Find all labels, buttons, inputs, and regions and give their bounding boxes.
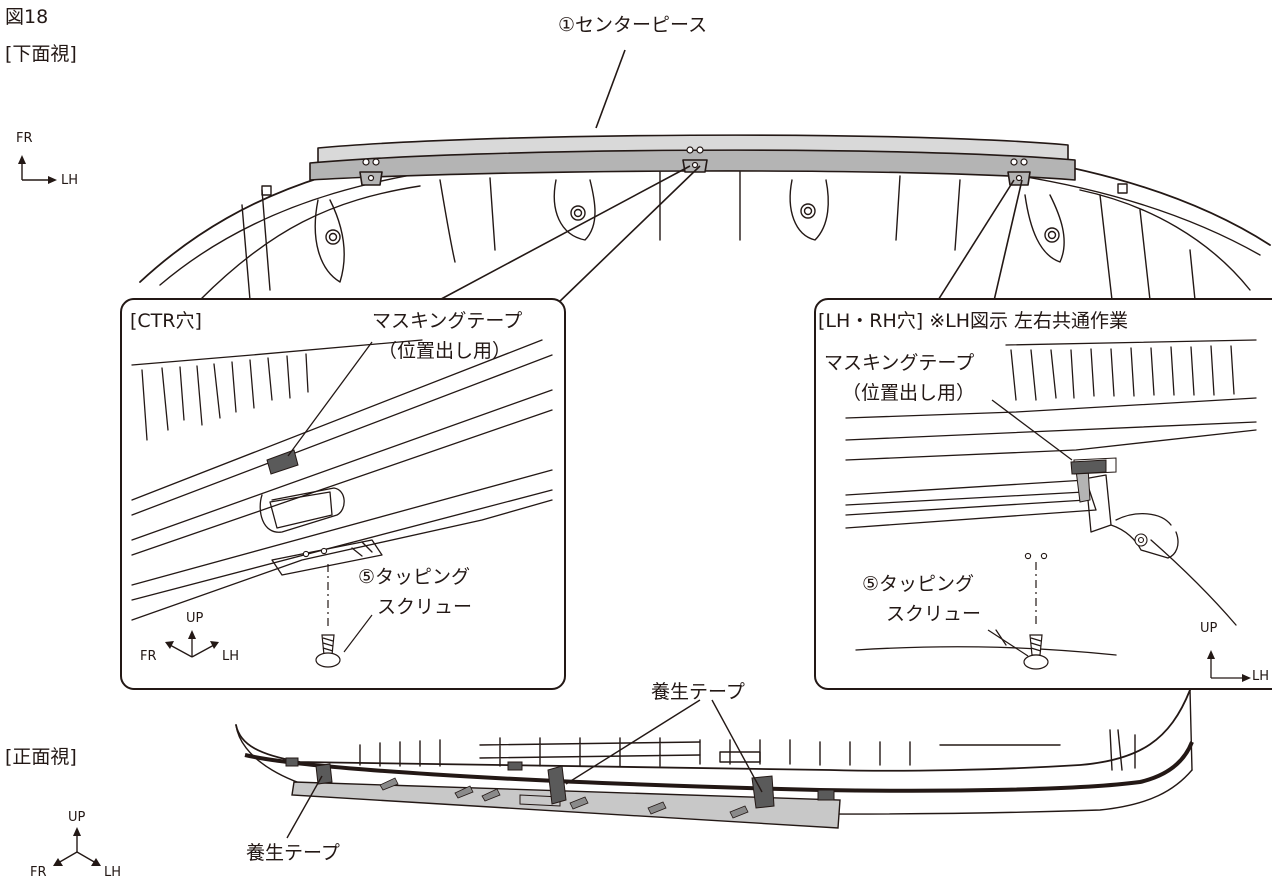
ctr-masking-tape-label: マスキングテープ — [372, 310, 523, 332]
figure-number: 図18 — [5, 6, 49, 28]
lhrh-axis-lh: LH — [1252, 669, 1270, 684]
detail-panel-ctr: [CTR穴] マスキングテープ （位置出し用） ⑤タッピング スクリュー UP … — [120, 298, 566, 690]
lhrh-masking-tape-note: （位置出し用） — [842, 382, 976, 404]
view-front-label: [正面視] — [5, 746, 77, 768]
ctr-axis-up: UP — [186, 611, 204, 626]
detail-panel-lhrh: [LH・RH穴] ※LH図示 左右共通作業 マスキングテープ （位置出し用） ⑤… — [814, 298, 1272, 690]
lhrh-screw-label-2: スクリュー — [886, 603, 982, 625]
lhrh-detail-art — [845, 339, 1257, 682]
center-piece-callout: ①センターピース — [558, 14, 708, 36]
lhrh-screw-label-1: ⑤タッピング — [862, 573, 975, 595]
curing-tape-callout-bottom: 養生テープ — [246, 842, 340, 864]
front-axis-fr: FR — [30, 865, 47, 880]
view-bottom-label: [下面視] — [5, 43, 77, 65]
ctr-axis-fr: FR — [140, 649, 157, 664]
ctr-masking-tape-note: （位置出し用） — [378, 340, 512, 362]
ctr-detail-art — [131, 339, 553, 668]
curing-tape-callout-top: 養生テープ — [651, 681, 745, 703]
lhrh-masking-tape-label: マスキングテープ — [824, 352, 975, 374]
front-axis-up: UP — [68, 810, 86, 825]
ctr-axis-lh: LH — [222, 649, 240, 664]
lhrh-panel-title: [LH・RH穴] ※LH図示 左右共通作業 — [818, 310, 1129, 332]
axis-fr-label: FR — [16, 131, 33, 146]
axis-lh-label: LH — [61, 173, 79, 188]
ctr-screw-label-1: ⑤タッピング — [358, 566, 471, 588]
front-axis-lh: LH — [104, 865, 122, 880]
lhrh-axis-up: UP — [1200, 621, 1218, 636]
ctr-panel-title: [CTR穴] — [130, 310, 202, 332]
ctr-screw-label-2: スクリュー — [377, 596, 473, 618]
